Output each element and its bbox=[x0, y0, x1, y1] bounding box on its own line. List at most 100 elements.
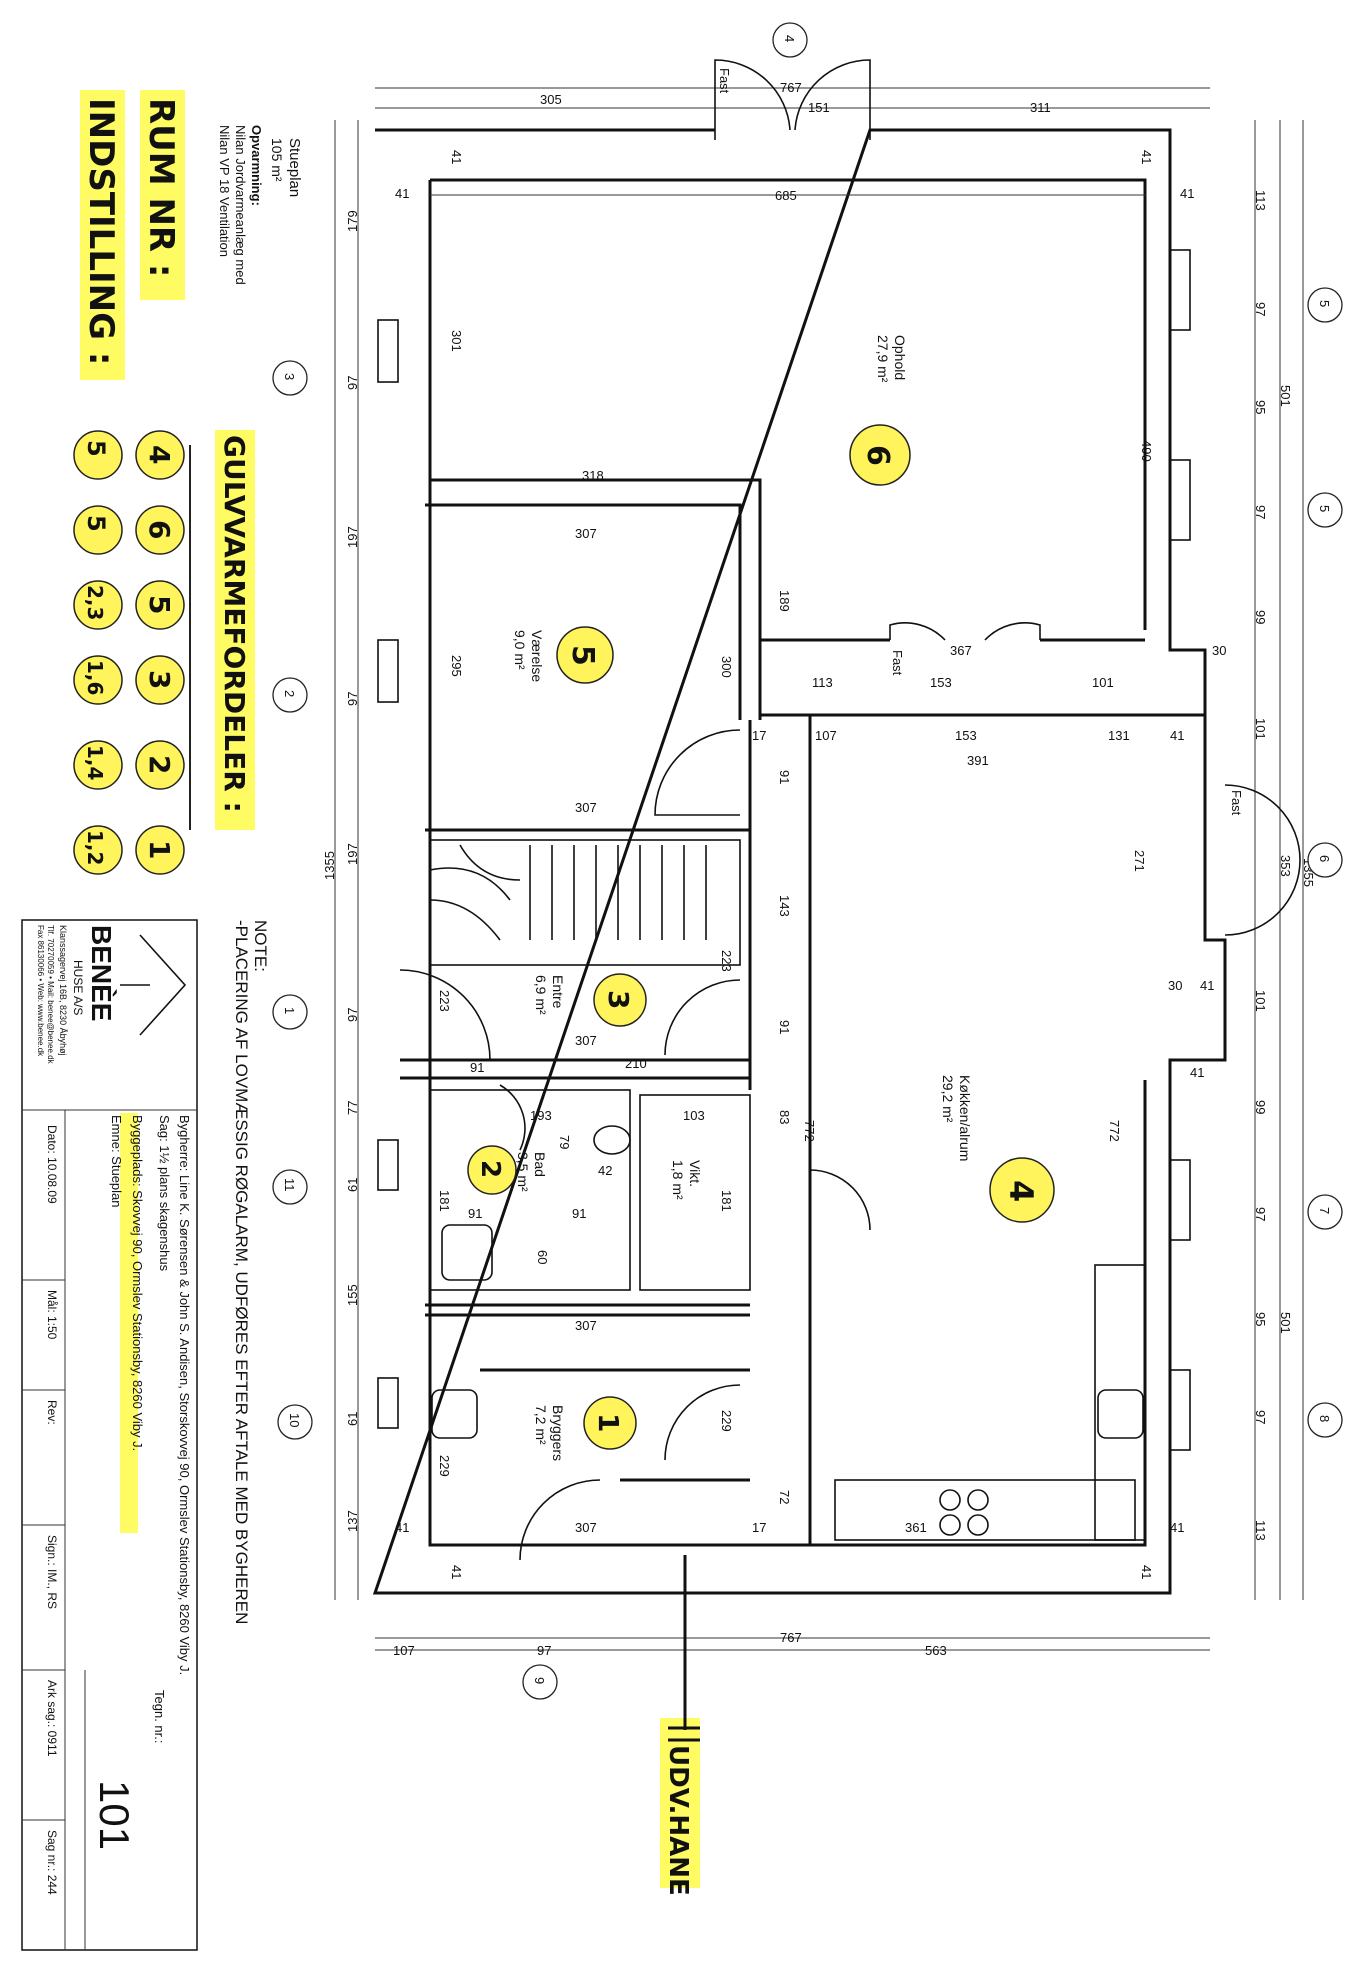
dim-189: 189 bbox=[777, 590, 792, 612]
room-name-vaerelse: Værelse bbox=[529, 630, 545, 682]
dim-91e: 91 bbox=[777, 1020, 792, 1034]
hand-indstilling: INDSTILLING : bbox=[81, 98, 121, 365]
dato: Dato: 10.08.09 bbox=[45, 1125, 59, 1204]
dim-318: 318 bbox=[582, 468, 604, 483]
top-dimension-lines: 305 767 151 311 bbox=[375, 80, 1210, 115]
dim-229a: 229 bbox=[437, 1455, 452, 1477]
sag-nr: Sag nr.: 244 bbox=[45, 1830, 59, 1895]
level-area: 105 m² bbox=[269, 138, 285, 182]
dim-top-151: 151 bbox=[808, 100, 830, 115]
dim-bottom-97: 97 bbox=[537, 1643, 551, 1658]
rum-value-3: 5 bbox=[143, 595, 176, 614]
dim-41i: 41 bbox=[1170, 1520, 1184, 1535]
dim-left-77: 77 bbox=[345, 1101, 360, 1115]
dim-91b: 91 bbox=[470, 1060, 484, 1075]
dim-left-155: 155 bbox=[345, 1284, 360, 1306]
indstilling-value-5: 1,4 bbox=[83, 745, 107, 780]
dim-361: 361 bbox=[905, 1520, 927, 1535]
exterior-walls bbox=[372, 128, 1227, 1595]
dim-left-97a: 97 bbox=[345, 376, 360, 390]
grid-marker-2: 2 bbox=[282, 690, 297, 697]
label-fast-mid: Fast bbox=[890, 650, 905, 676]
grid-marker-6: 6 bbox=[1317, 855, 1332, 862]
dim-42: 42 bbox=[598, 1163, 612, 1178]
note-block: NOTE: -PLACERING AF LOVMÆSSIG RØGALARM, … bbox=[232, 920, 270, 1624]
dim-left-61a: 61 bbox=[345, 1178, 360, 1192]
dim-41g: 41 bbox=[1190, 1065, 1204, 1080]
heating-line-1: Nilan Jordvarmeanlæg med bbox=[233, 125, 248, 285]
room-name-koekken: Køkken/alrum bbox=[957, 1075, 973, 1161]
dim-bottom-767: 767 bbox=[780, 1630, 802, 1645]
room-name-ophold: Ophold bbox=[892, 335, 908, 380]
note-text: -PLACERING AF LOVMÆSSIG RØGALARM, UDFØRE… bbox=[232, 920, 251, 1624]
dim-bottom-563: 563 bbox=[925, 1643, 947, 1658]
dim-367: 367 bbox=[950, 643, 972, 658]
dim-60: 60 bbox=[535, 1250, 550, 1264]
dim-41j: 41 bbox=[449, 1565, 464, 1579]
heating-line-2: Nilan VP 18 Ventilation bbox=[217, 125, 232, 257]
indstilling-value-1: 5 bbox=[82, 440, 110, 457]
dim-143: 143 bbox=[777, 895, 792, 917]
dim-307c: 307 bbox=[575, 1033, 597, 1048]
grid-marker-3: 3 bbox=[282, 373, 297, 380]
dim-113: 113 bbox=[812, 675, 833, 690]
dim-41h: 41 bbox=[395, 1520, 409, 1535]
company-logo-text: BENÈE bbox=[86, 925, 117, 1021]
room-area-entre: 6,9 m² bbox=[533, 975, 549, 1015]
company-contact-1: Tlf. 70270059 • Mail: benee@benee.dk bbox=[46, 925, 55, 1065]
dim-103: 103 bbox=[683, 1108, 705, 1123]
indstilling-value-3: 2,3 bbox=[83, 585, 107, 620]
room-bad: Bad 3,5 m² bbox=[515, 1152, 548, 1192]
dim-right-501a: 501 bbox=[1278, 385, 1293, 407]
heating-title: Opvarmning: bbox=[249, 125, 264, 206]
plan-info: Stueplan 105 m² Opvarmning: Nilan Jordva… bbox=[217, 125, 303, 285]
mark-ophold: 6 bbox=[860, 445, 895, 466]
grid-marker-4: 4 bbox=[782, 35, 797, 42]
dim-41d: 41 bbox=[1139, 150, 1154, 164]
dim-left-179: 179 bbox=[345, 210, 360, 232]
dim-83: 83 bbox=[777, 1110, 792, 1124]
dim-right-99b: 99 bbox=[1253, 1100, 1268, 1114]
dim-41a: 41 bbox=[395, 186, 409, 201]
dim-right-95a: 95 bbox=[1253, 400, 1268, 414]
dim-17a: 17 bbox=[752, 728, 766, 743]
rum-value-2: 6 bbox=[143, 520, 176, 539]
dim-79: 79 bbox=[557, 1135, 572, 1149]
maal: Mål: 1:50 bbox=[45, 1290, 59, 1340]
tegn-nr-label: Tegn. nr.: bbox=[152, 1690, 167, 1743]
hand-udv-hane: UDV.HANE bbox=[663, 1745, 693, 1896]
dim-30b: 30 bbox=[1212, 643, 1226, 658]
dim-left-97b: 97 bbox=[345, 692, 360, 706]
label-fast-right: Fast bbox=[1229, 790, 1244, 816]
dim-91d: 91 bbox=[572, 1206, 586, 1221]
grid-marker-5a: 5 bbox=[1317, 300, 1332, 307]
dim-left-1355: 1355 bbox=[322, 851, 337, 880]
company-address: Klanssagervej 16B, 8230 Åbyhøj bbox=[58, 925, 68, 1056]
room-area-koekken: 29,2 m² bbox=[940, 1075, 956, 1123]
dim-41b: 41 bbox=[1180, 186, 1194, 201]
dim-193: 193 bbox=[530, 1108, 552, 1123]
grid-marker-10: 10 bbox=[287, 1413, 302, 1427]
dim-307b: 307 bbox=[575, 800, 597, 815]
dim-229b: 229 bbox=[719, 1410, 734, 1432]
dim-101: 101 bbox=[1092, 675, 1114, 690]
room-bryggers: Bryggers 7,2 m² bbox=[533, 1405, 566, 1461]
grid-marker-5b: 5 bbox=[1317, 505, 1332, 512]
company-contact-2: Fax 86130066 • Web: www.benee.dk bbox=[36, 925, 45, 1057]
rum-value-5: 2 bbox=[143, 755, 176, 774]
dim-right-95b: 95 bbox=[1253, 1312, 1268, 1326]
staircase bbox=[429, 844, 707, 941]
left-dimension-lines: 179 97 197 97 197 97 77 61 155 61 137 13… bbox=[322, 120, 360, 1600]
ark-sag: Ark sag.: 0911 bbox=[45, 1680, 59, 1757]
rum-value-6: 1 bbox=[143, 840, 176, 859]
room-name-vikt: Vikt. bbox=[687, 1160, 703, 1187]
mark-bad: 2 bbox=[475, 1160, 505, 1178]
door-swings bbox=[399, 59, 1301, 1561]
dim-391: 391 bbox=[967, 753, 989, 768]
level-label: Stueplan bbox=[286, 138, 303, 197]
dim-right-113b: 113 bbox=[1253, 1520, 1268, 1541]
bottom-dimension-lines: 107 97 563 767 bbox=[375, 1630, 1210, 1658]
tegn-nr: 101 bbox=[91, 1780, 138, 1850]
room-ophold: Ophold 27,9 m² bbox=[875, 335, 908, 383]
dim-307d: 307 bbox=[575, 1318, 597, 1333]
